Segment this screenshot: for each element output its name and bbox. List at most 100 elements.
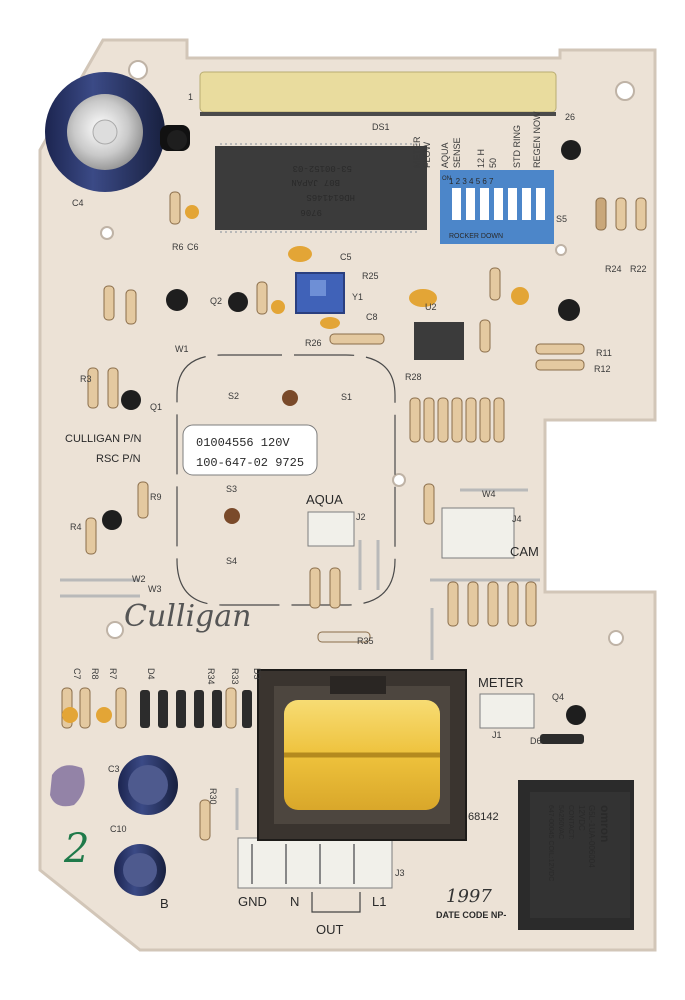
r33-label: R33 xyxy=(230,668,240,685)
lcd-strip xyxy=(199,71,557,113)
d4-label: D4 xyxy=(146,668,156,680)
date-code-label: DATE CODE NP- xyxy=(436,910,506,920)
dip-on-label: ON xyxy=(442,176,451,182)
r25-label: R25 xyxy=(362,271,379,281)
c4-label: C4 xyxy=(72,198,84,208)
transformer xyxy=(257,669,467,841)
s3-label: S3 xyxy=(226,484,237,494)
out-label: OUT xyxy=(316,922,344,937)
connector-aqua[interactable] xyxy=(307,511,355,547)
q4-label: Q4 xyxy=(552,692,564,702)
r9-label: R9 xyxy=(150,492,162,502)
chip-line2: HD614146S xyxy=(306,192,355,202)
pin26-label: 26 xyxy=(565,112,575,122)
ds1-label: DS1 xyxy=(372,122,390,132)
j2-label: J2 xyxy=(356,512,366,522)
b-label: B xyxy=(160,896,169,911)
dip-hdr-50: 50 xyxy=(488,158,498,168)
l1-label: L1 xyxy=(372,894,386,909)
s2-label: S2 xyxy=(228,391,239,401)
chip-line1: 9706 xyxy=(300,207,322,217)
transistors xyxy=(102,130,586,725)
tactile-switch-pads[interactable] xyxy=(224,390,298,524)
c6-label: C6 xyxy=(187,242,199,252)
chip-markings: 9706 HD614146S B07 JAPAN 53-00152-03 xyxy=(291,163,355,217)
n-label: N xyxy=(290,894,299,909)
r28-label: R28 xyxy=(405,372,422,382)
r6-label: R6 xyxy=(172,242,184,252)
dip-switch[interactable] xyxy=(440,170,554,244)
s1-label: S1 xyxy=(341,392,352,402)
board-number: 68142 xyxy=(468,811,499,823)
cam-label: CAM xyxy=(510,544,539,559)
electrolytic-capacitors xyxy=(114,755,178,896)
dip-hdr-regen-now: REGEN NOW xyxy=(532,111,542,168)
dip-hdr-12h: 12 H xyxy=(476,149,486,168)
q2-label: Q2 xyxy=(210,296,222,306)
dip-numbers: 1 2 3 4 5 6 7 xyxy=(449,177,494,186)
date-code-value: 1997 xyxy=(446,886,492,907)
dip-hdr-meter: METER xyxy=(412,136,422,168)
q1-label: Q1 xyxy=(150,402,162,412)
r35-label: R35 xyxy=(357,636,374,646)
marker-smudge xyxy=(50,765,85,807)
chip-line3: B07 JAPAN xyxy=(291,177,340,187)
pin1-label: 1 xyxy=(188,92,193,102)
c3-label: C3 xyxy=(108,764,120,774)
r11-label: R11 xyxy=(596,348,612,358)
jumper-wires xyxy=(60,488,540,830)
relay-coil: 647-00045 COIL:12VDC xyxy=(547,805,554,881)
ic-u2 xyxy=(414,322,464,360)
connector-power[interactable] xyxy=(237,837,393,889)
j3-label: J3 xyxy=(395,868,405,878)
microcontroller-chip xyxy=(215,143,427,233)
capacitor-c4 xyxy=(45,72,190,192)
d3-label: D3 xyxy=(252,668,262,680)
c8-label: C8 xyxy=(366,312,378,322)
w3-label: W3 xyxy=(148,584,162,594)
culligan-pn-label: CULLIGAN P/N xyxy=(65,433,141,445)
w4-label: W4 xyxy=(482,489,496,499)
gnd-label: GND xyxy=(238,894,267,909)
dip-rocker-label: ROCKER DOWN xyxy=(449,233,503,240)
r3-label: R3 xyxy=(80,374,92,384)
y1-label: Y1 xyxy=(352,292,363,302)
diodes xyxy=(140,690,584,744)
chip-line4: 53-00152-03 xyxy=(293,163,352,173)
c5-label: C5 xyxy=(340,252,352,262)
handwritten-mark: 2 xyxy=(63,826,89,872)
w1-label: W1 xyxy=(175,344,189,354)
j4-label: J4 xyxy=(512,514,522,524)
dip-hdr-sense: SENSE xyxy=(452,137,462,168)
r24-label: R24 xyxy=(605,264,622,274)
connector-cam[interactable] xyxy=(441,507,515,559)
r30-label: R30 xyxy=(208,788,218,805)
c7-label: C7 xyxy=(72,668,82,680)
relay-rating: 5A250VAC xyxy=(557,805,564,839)
mounting-holes xyxy=(100,60,635,646)
r8-label: R8 xyxy=(90,668,100,680)
relay xyxy=(518,780,634,930)
ceramic-capacitors xyxy=(62,205,529,723)
aqua-label: AQUA xyxy=(306,492,343,507)
s5-label: S5 xyxy=(556,214,567,224)
r22-label: R22 xyxy=(630,264,647,274)
meter-label: METER xyxy=(478,675,524,690)
w2-label: W2 xyxy=(132,574,146,584)
relay-voltage: 12VDC xyxy=(577,805,586,831)
culligan-logo: Culligan xyxy=(124,599,251,634)
j3-left-label: R4 xyxy=(70,522,82,532)
d6-label: D6 xyxy=(530,736,542,746)
r34-label: R34 xyxy=(206,668,216,685)
connector-meter[interactable] xyxy=(479,693,535,729)
relay-model: G5L-1UA-006004 xyxy=(587,805,596,868)
j1-label: J1 xyxy=(492,730,502,740)
u2-label: U2 xyxy=(425,302,437,312)
sticker-line1: 01004556 120V xyxy=(196,436,290,450)
switch-outline xyxy=(176,354,396,606)
relay-contact: CONTACT: xyxy=(567,805,574,840)
r7-label: R7 xyxy=(108,668,118,680)
relay-brand: omron xyxy=(598,805,612,842)
s4-label: S4 xyxy=(226,556,237,566)
dip-hdr-flow: FLOW xyxy=(422,141,432,168)
